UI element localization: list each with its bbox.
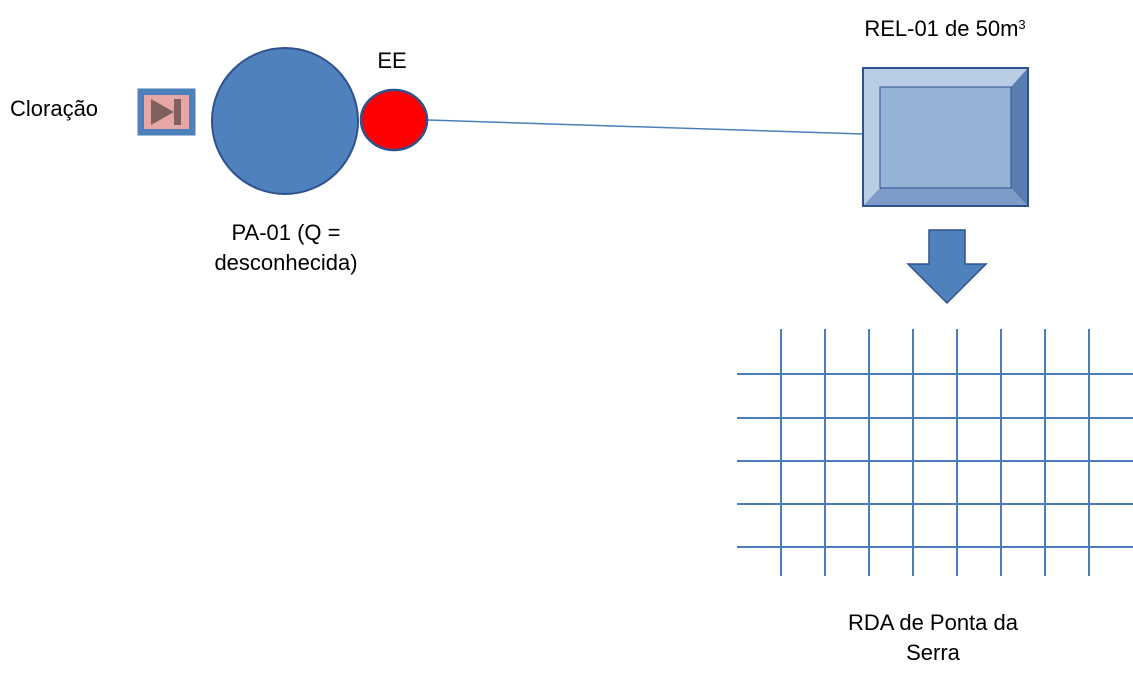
well-label-line1: PA-01 (Q = <box>231 220 341 245</box>
down-arrow-icon <box>906 229 988 305</box>
reservoir-label-superscript: 3 <box>1018 17 1026 32</box>
chlorination-label: Cloração <box>10 96 99 121</box>
distribution-network-grid <box>737 329 1133 576</box>
reservoir-label: REL-01 de 50m3 <box>800 14 1090 44</box>
chlorinator-valve-icon <box>137 88 196 136</box>
well-label-line2: desconhecida) <box>214 250 358 275</box>
reservoir-box <box>862 67 1029 207</box>
pipe-line <box>427 119 863 135</box>
pump-station-circle <box>359 88 429 152</box>
well-label: PA-01 (Q = desconhecida) <box>160 218 412 278</box>
reservoir-label-text: REL-01 de 50m <box>864 16 1019 41</box>
pump-station-label: EE <box>377 48 407 73</box>
network-label-line1: RDA de Ponta da <box>847 610 1018 635</box>
network-label-line2: Serra <box>906 640 960 665</box>
well-circle <box>211 47 359 195</box>
network-label: RDA de Ponta da Serra <box>795 608 1071 668</box>
